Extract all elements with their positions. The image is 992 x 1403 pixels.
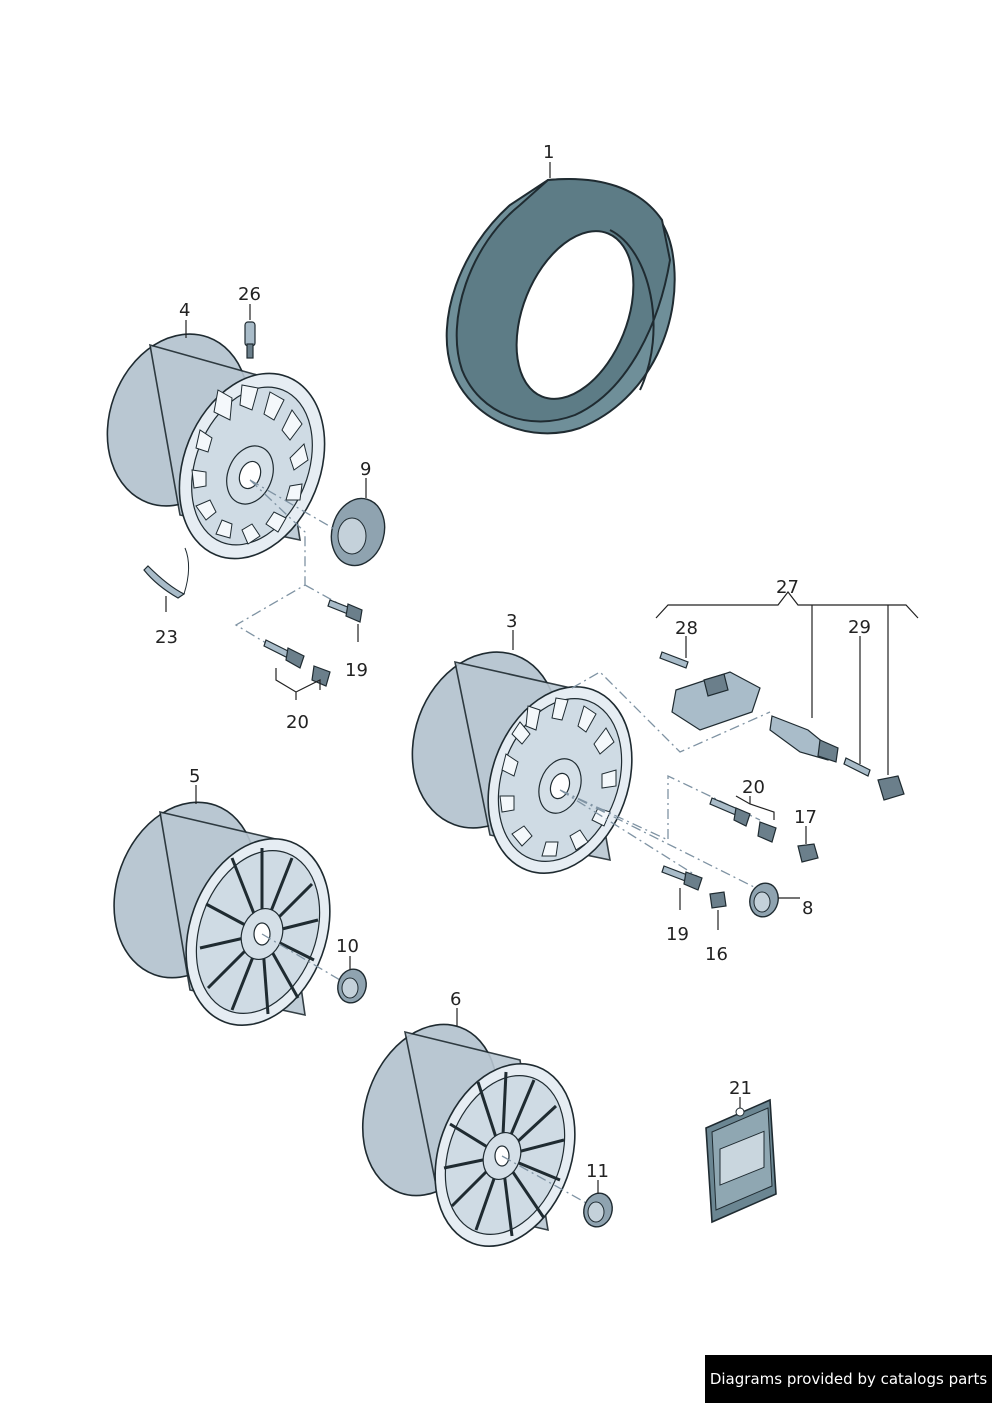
wheel-part-3[interactable]: 3 <box>388 611 656 893</box>
wheel-part-4[interactable]: 4 <box>84 300 351 580</box>
bolts-part-20-left[interactable]: 20 <box>263 639 331 733</box>
label-8: 8 <box>802 898 813 919</box>
sensor-kit-part-27[interactable]: 27 <box>655 577 919 775</box>
bolt-part-19-bottom[interactable]: 19 <box>661 865 703 945</box>
label-20-right: 20 <box>742 777 765 798</box>
cap-part-8[interactable]: 8 <box>746 880 813 920</box>
label-4: 4 <box>179 300 190 321</box>
bolt-part-19-top[interactable]: 19 <box>327 599 368 681</box>
label-20-left: 20 <box>286 712 309 733</box>
wheel-part-5[interactable]: 5 <box>90 766 354 1045</box>
spokes-4 <box>191 384 309 545</box>
label-3: 3 <box>506 611 517 632</box>
package-part-21[interactable]: 21 <box>705 1078 777 1224</box>
weight-part-23[interactable]: 23 <box>143 547 190 648</box>
label-23: 23 <box>155 627 178 648</box>
nut-part-17[interactable]: 17 <box>794 807 819 863</box>
footer-banner: Diagrams provided by catalogs parts <box>705 1355 992 1403</box>
valve-core-part-29[interactable]: 29 <box>843 617 871 777</box>
tire-part-1[interactable]: 1 <box>445 142 676 435</box>
label-21: 21 <box>729 1078 752 1099</box>
label-11: 11 <box>586 1161 609 1182</box>
label-26: 26 <box>238 284 261 305</box>
spokes-3 <box>499 697 617 857</box>
label-19-bottom: 19 <box>666 924 689 945</box>
valve-part-26[interactable]: 26 <box>238 284 261 359</box>
sensor-part-28[interactable]: 28 <box>659 618 761 731</box>
label-19-top: 19 <box>345 660 368 681</box>
label-5: 5 <box>189 766 200 787</box>
label-17: 17 <box>794 807 817 828</box>
label-6: 6 <box>450 989 461 1010</box>
label-27: 27 <box>776 577 799 598</box>
cap-part-16[interactable]: 16 <box>705 891 728 965</box>
valve-body-part-27[interactable] <box>769 715 839 763</box>
cap-part-10[interactable]: 10 <box>261 933 370 1006</box>
label-10: 10 <box>336 936 359 957</box>
label-16: 16 <box>705 944 728 965</box>
cap-part-9[interactable]: 9 <box>324 459 392 572</box>
label-28: 28 <box>675 618 698 639</box>
assembly-line-3 <box>559 671 771 891</box>
valve-cap[interactable] <box>877 775 905 801</box>
cap-part-11[interactable]: 11 <box>501 1155 616 1230</box>
label-9: 9 <box>360 459 371 480</box>
wheel-part-6[interactable]: 6 <box>340 989 599 1266</box>
label-29: 29 <box>848 617 871 638</box>
bolts-part-20-right[interactable]: 20 <box>709 777 777 843</box>
label-1: 1 <box>543 142 554 163</box>
footer-text: Diagrams provided by catalogs parts <box>709 1370 988 1388</box>
